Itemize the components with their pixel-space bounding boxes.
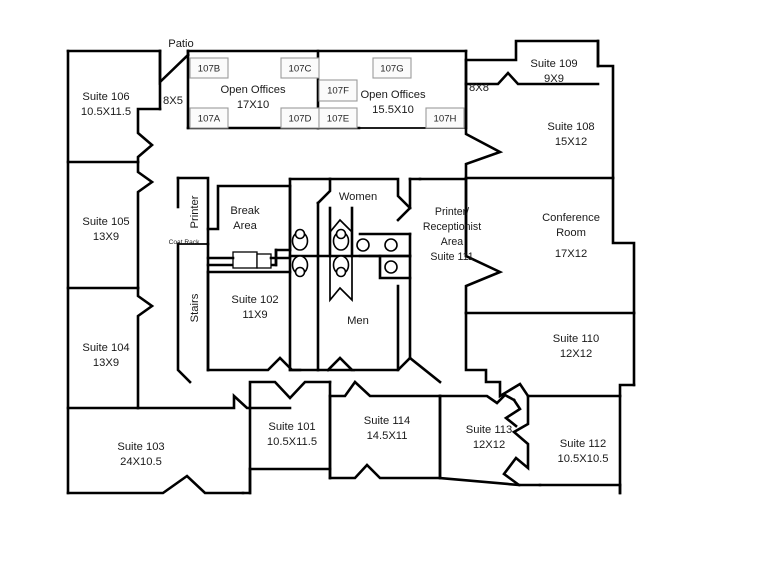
suite-105-name: Suite 105 xyxy=(82,216,129,228)
suite-109-dims: 9X9 xyxy=(544,73,564,85)
break-area-label-line1: Break xyxy=(230,205,260,217)
corridor-8x8-label: 8X8 xyxy=(469,82,489,94)
conference-room-name-line2: Room xyxy=(556,227,586,239)
suite-114-dims: 14.5X11 xyxy=(367,430,408,442)
suite-112-name: Suite 112 xyxy=(560,438,606,450)
label-suite-105: Suite 105 13X9 xyxy=(82,216,129,243)
restroom-core xyxy=(288,177,412,372)
suite-108-name: Suite 108 xyxy=(547,121,594,133)
reception-area-label: Printer/ Receptionist Area Suite 111 xyxy=(423,206,481,263)
open-offices-west-dims: 17X10 xyxy=(237,99,269,111)
label-open-offices-east: Open Offices 15.5X10 xyxy=(360,89,425,116)
label-open-offices-west: Open Offices 17X10 xyxy=(220,84,285,111)
plan-annotations: Patio 8X5 8X8 Coat Rack xyxy=(163,38,489,246)
label-conference-room: Conference Room 17X12 xyxy=(542,212,600,260)
cubicle-label-107h: 107H xyxy=(434,114,457,125)
cubicle-107e xyxy=(318,107,358,129)
suite-109-name: Suite 109 xyxy=(530,58,577,70)
label-suite-103: Suite 103 24X10.5 xyxy=(117,441,164,468)
suite-110-dims: 12X12 xyxy=(560,348,592,360)
suite-102-dims: 11X9 xyxy=(242,309,267,321)
room-suite-104 xyxy=(66,286,155,410)
suite-108-dims: 15X12 xyxy=(555,136,587,148)
open-offices-west-name: Open Offices xyxy=(220,84,285,96)
corridor-8x5-label: 8X5 xyxy=(163,95,183,107)
suite-106-dims: 10.5X11.5 xyxy=(81,106,131,118)
named-area-labels: Break Area Women Men xyxy=(230,191,377,327)
cubicle-label-107e: 107E xyxy=(327,114,349,125)
cubicle-label-107g: 107G xyxy=(380,64,403,75)
cubicle-107b xyxy=(189,57,229,79)
printer-label: Printer xyxy=(189,195,201,228)
room-conference xyxy=(464,176,636,315)
break-area-label-line2: Area xyxy=(233,220,257,232)
cubicle-107f xyxy=(318,79,358,102)
label-suite-109: Suite 109 9X9 xyxy=(530,58,577,85)
suite-103-name: Suite 103 xyxy=(117,441,164,453)
cubicle-label-107a: 107A xyxy=(198,114,221,125)
room-suite-105 xyxy=(66,160,155,290)
suite-113-name: Suite 113 xyxy=(466,424,512,436)
open-offices-east-name: Open Offices xyxy=(360,89,425,101)
suite-106-name: Suite 106 xyxy=(82,91,129,103)
stairs-label: Stairs xyxy=(189,293,201,322)
label-suite-102: Suite 102 11X9 xyxy=(231,294,278,321)
room-suite-109 xyxy=(464,39,600,86)
vertical-labels: Printer Stairs xyxy=(189,195,201,322)
conference-room-dims: 17X12 xyxy=(555,248,587,260)
room-reception-111 xyxy=(408,177,468,384)
cubicle-labels: 107B 107A 107C 107D 107E 107F 107G 107H xyxy=(198,64,457,125)
cubicle-label-107f: 107F xyxy=(327,86,349,97)
reception-line2: Receptionist xyxy=(423,221,481,233)
label-suite-101: Suite 101 10.5X11.5 xyxy=(267,421,317,448)
coat-rack-label: Coat Rack xyxy=(169,239,200,246)
cubicle-label-107c: 107C xyxy=(289,64,312,75)
room-suite-110 xyxy=(464,311,636,495)
reception-line1: Printer/ xyxy=(435,206,469,218)
cubicle-label-107b: 107B xyxy=(198,64,220,75)
label-suite-113: Suite 113 12X12 xyxy=(466,424,512,451)
suite-102-name: Suite 102 xyxy=(231,294,278,306)
room-suite-102 xyxy=(206,270,302,372)
suite-101-dims: 10.5X11.5 xyxy=(267,436,317,448)
cubicle-107c xyxy=(280,57,320,79)
men-restroom-label: Men xyxy=(347,315,369,327)
cubicle-107g xyxy=(372,57,412,79)
suite-101-name: Suite 101 xyxy=(268,421,315,433)
women-restroom-label: Women xyxy=(339,191,377,203)
suite-112-dims: 10.5X10.5 xyxy=(557,453,608,465)
suite-105-dims: 13X9 xyxy=(93,231,119,243)
label-suite-104: Suite 104 13X9 xyxy=(82,342,129,369)
reception-line3: Area xyxy=(441,236,463,248)
suite-113-dims: 12X12 xyxy=(473,439,505,451)
label-suite-112: Suite 112 10.5X10.5 xyxy=(557,438,608,465)
suite-103-dims: 24X10.5 xyxy=(120,456,162,468)
room-suite-108 xyxy=(464,64,615,180)
room-suite-101 xyxy=(248,380,332,495)
cubicle-107a xyxy=(189,107,229,129)
open-offices-east-dims: 15.5X10 xyxy=(372,104,414,116)
exterior-walls xyxy=(66,49,245,495)
conference-room-name-line1: Conference xyxy=(542,212,600,224)
room-suite-112 xyxy=(502,394,622,495)
patio-entry xyxy=(158,49,190,86)
suite-104-name: Suite 104 xyxy=(82,342,129,354)
cubicle-107h xyxy=(425,107,465,129)
label-suite-106: Suite 106 10.5X11.5 xyxy=(81,91,131,118)
patio-label: Patio xyxy=(168,38,194,50)
suite-110-name: Suite 110 xyxy=(553,333,599,345)
cubicle-label-107d: 107D xyxy=(289,114,312,125)
suite-114-name: Suite 114 xyxy=(364,415,410,427)
cubicle-boxes xyxy=(189,57,465,129)
label-suite-114: Suite 114 14.5X11 xyxy=(364,415,410,442)
reception-line4: Suite 111 xyxy=(430,251,473,263)
restroom-fixtures xyxy=(291,228,398,278)
label-suite-110: Suite 110 12X12 xyxy=(553,333,599,360)
label-suite-108: Suite 108 15X12 xyxy=(547,121,594,148)
suite-104-dims: 13X9 xyxy=(93,357,119,369)
